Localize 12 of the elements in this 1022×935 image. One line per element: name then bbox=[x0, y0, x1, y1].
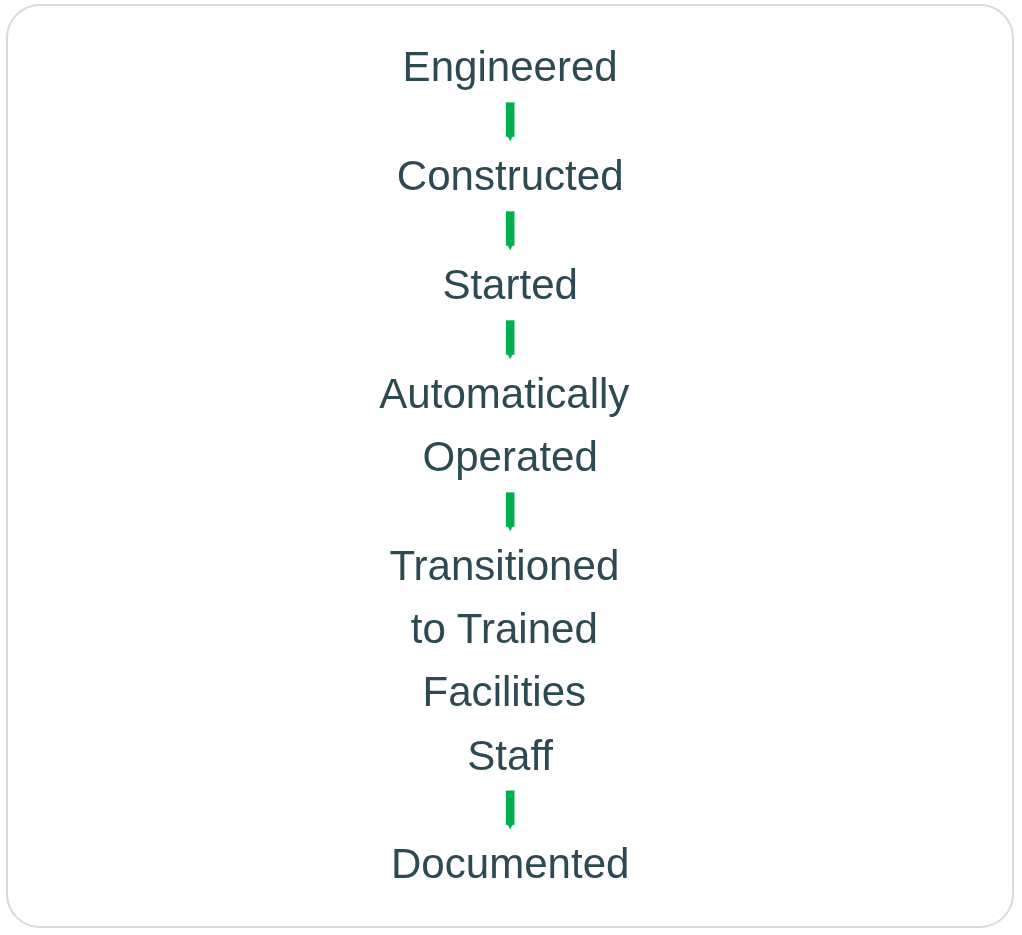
node-text: Transitioned to Trained Facilities Staff bbox=[389, 542, 620, 779]
arrow bbox=[505, 789, 515, 830]
node-text: Constructed bbox=[396, 152, 624, 200]
node-text: Documented bbox=[390, 840, 630, 888]
arrow bbox=[505, 210, 515, 251]
arrow bbox=[505, 491, 515, 532]
node-text: Started bbox=[442, 261, 578, 309]
arrow bbox=[505, 319, 515, 360]
node-text: Automatically Operated bbox=[379, 370, 630, 481]
arrow bbox=[505, 101, 515, 142]
panel-frame: Engineered Constructed Started Automatically Operated Transitioned to Trained Facilities Staff Documented bbox=[6, 4, 1014, 928]
node-text: Engineered bbox=[402, 43, 618, 91]
